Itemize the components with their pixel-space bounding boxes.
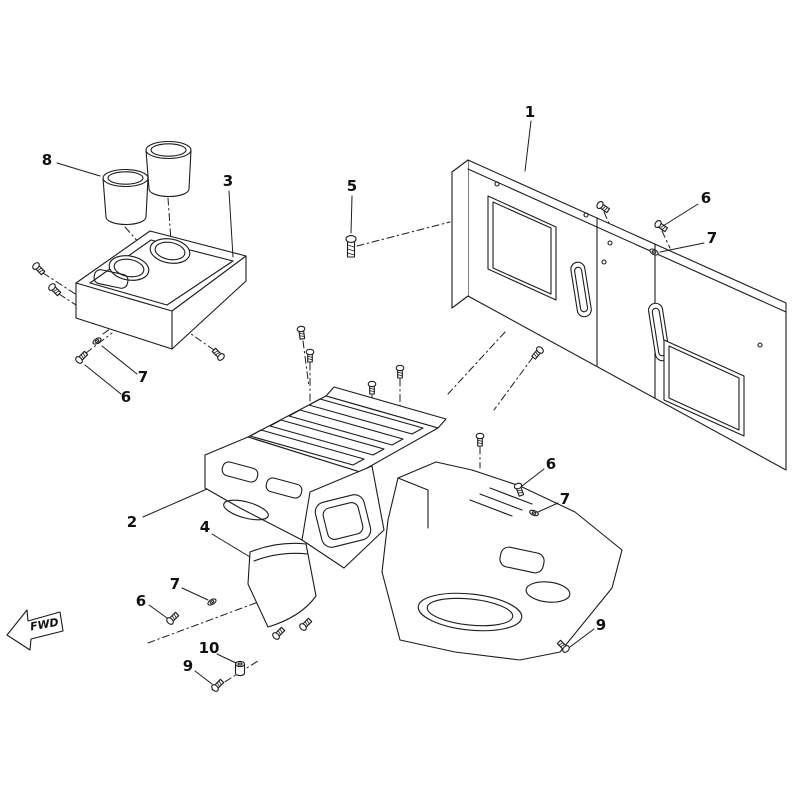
fwd-arrow: FWD — [6, 609, 64, 651]
part-cup-holders — [102, 140, 192, 226]
part-floor-assembly — [204, 386, 623, 661]
part-bolt — [345, 235, 357, 258]
callout-leader-lines — [56, 120, 705, 685]
part-console — [75, 230, 247, 350]
part-rear-panel — [451, 159, 787, 471]
fwd-label: FWD — [29, 616, 60, 634]
part-bracket — [247, 542, 317, 628]
